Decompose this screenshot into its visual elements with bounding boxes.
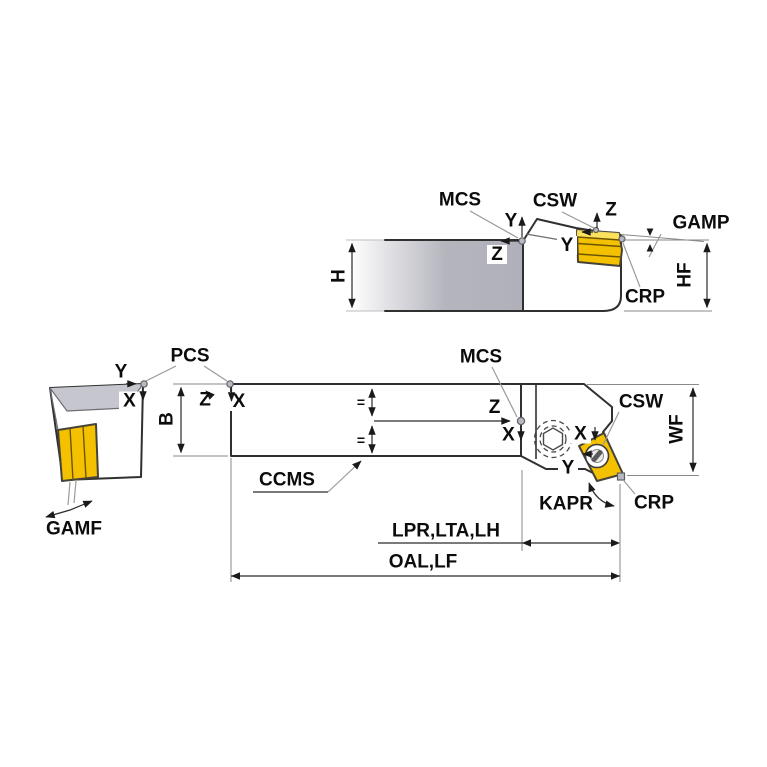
equal-lower: =: [357, 432, 365, 448]
end-y-axis-label: Y: [115, 362, 128, 383]
side-csw-point: [592, 226, 600, 234]
plan-x-insert-label: X: [574, 424, 587, 445]
plan-csw-leader: [602, 411, 620, 446]
pcs-leader-left: [145, 365, 177, 382]
plan-view-shank: [230, 383, 522, 457]
pcs-leader-right: [203, 365, 228, 382]
plan-y-insert-label: Y: [562, 458, 575, 479]
plan-crp-leader: [623, 480, 636, 495]
equal-marks: = =: [357, 388, 376, 454]
end-view: GAMF Y X: [45, 362, 148, 540]
side-crp-label: CRP: [625, 287, 665, 308]
side-mcs-leader: [469, 210, 519, 239]
side-z-axis-box: [487, 245, 507, 264]
side-gamp-label: GAMP: [673, 213, 730, 234]
plan-view: PCS Z X B = = Z MCS X CCMS: [145, 346, 699, 582]
side-hf-label: HF: [675, 262, 696, 287]
plan-z-mcs-box: [484, 398, 505, 417]
side-csw-label: CSW: [533, 191, 577, 212]
kapr-label: KAPR: [539, 494, 593, 515]
plan-pcs-point: [226, 380, 234, 388]
wf-label: WF: [667, 414, 688, 444]
b-label: B: [157, 412, 178, 426]
side-csw-leader: [561, 211, 595, 229]
end-gamf-label: GAMF: [46, 519, 102, 540]
plan-crp-label: CRP: [634, 493, 674, 514]
plan-z-pcs-arrow: [205, 390, 215, 400]
side-view-head: [522, 218, 622, 312]
equal-upper: =: [357, 394, 365, 410]
side-crp-point: [618, 235, 626, 243]
end-pcs-point: [140, 380, 148, 388]
plan-mcs-label: MCS: [460, 347, 502, 368]
plan-z-pcs-label: Z: [199, 390, 211, 411]
plan-csw-label: CSW: [619, 392, 663, 413]
end-gamf-angle: [45, 480, 93, 519]
end-x-axis-label: X: [123, 391, 136, 412]
end-view-insert: [57, 423, 99, 482]
end-x-axis-box: [119, 391, 140, 411]
side-mcs-label: MCS: [439, 190, 481, 211]
pcs-label: PCS: [170, 346, 209, 367]
plan-y-insert-box: [558, 458, 578, 478]
side-y-axis-label: Y: [505, 211, 518, 232]
insert-screw-slot: [591, 449, 603, 463]
side-crp-leader: [622, 242, 641, 288]
plan-x-mcs-box: [498, 425, 519, 445]
side-h-label: H: [329, 269, 350, 283]
side-view-insert: [576, 229, 623, 267]
plan-x-insert-box: [570, 424, 591, 444]
plan-mcs-point: [516, 416, 526, 426]
side-view: Y Z MCS CSW Z Y CRP GAMP H HF: [329, 190, 730, 312]
side-mcs-point: [518, 237, 526, 245]
plan-x-mcs-label: X: [502, 425, 515, 446]
side-gamp-angle: [620, 228, 709, 258]
kapr-arc: [588, 482, 615, 508]
oal-label: OAL,LF: [389, 552, 458, 573]
side-z-axis-label: Z: [491, 244, 503, 265]
side-insert-z-label: Z: [605, 200, 617, 221]
lpr-label: LPR,LTA,LH: [392, 521, 500, 542]
plan-screw-hole: [533, 419, 573, 459]
ccms-label: CCMS: [259, 470, 315, 491]
plan-z-mcs-label: Z: [489, 397, 501, 418]
side-insert-y-label: Y: [561, 235, 574, 256]
plan-crp-point: [616, 472, 626, 481]
side-insert-y-box: [557, 236, 577, 255]
plan-mcs-leader: [491, 366, 518, 418]
plan-x-pcs-label: X: [233, 391, 246, 412]
ccms-leader: [327, 460, 362, 493]
plan-view-insert: [578, 432, 624, 482]
